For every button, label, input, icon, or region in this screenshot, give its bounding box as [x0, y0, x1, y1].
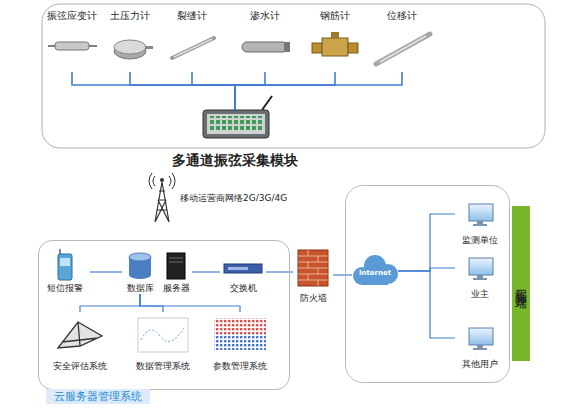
connector-line	[192, 72, 235, 110]
node-label: 防火墙	[300, 293, 327, 304]
icon-node: 安全评估系统	[45, 312, 115, 372]
tower-node: 移动运营商网络2G/3G/4G	[145, 172, 320, 224]
node-label: 交换机	[230, 283, 257, 294]
node-label: 短信报警	[47, 283, 83, 294]
node-label: 数据库	[127, 283, 154, 294]
connector-line	[72, 72, 235, 110]
switch-icon	[224, 264, 262, 273]
sensor-node: 裂缝计	[162, 10, 222, 72]
icon-node: 服务器	[160, 250, 192, 294]
node-label: 安全评估系统	[53, 361, 107, 372]
node-label: Internet	[359, 269, 391, 277]
safety-system-icon	[58, 322, 102, 348]
node-label: 监测单位	[462, 235, 498, 246]
node-label: 参数管理系统	[213, 361, 267, 372]
connector-line	[130, 72, 235, 110]
monitor-icon	[469, 204, 493, 226]
monitor-icon	[469, 258, 493, 280]
sensor-node: 位移计	[372, 10, 432, 72]
icon-node: 业主	[455, 256, 505, 300]
monitor-icon	[469, 328, 493, 350]
connector-line	[266, 271, 293, 272]
data-system-icon	[138, 318, 188, 352]
connector-line	[90, 271, 122, 272]
rebar-meter-icon	[312, 32, 358, 56]
client-group: 远程客户端Internet监测单位业主其他用户	[345, 185, 510, 383]
node-label: 位移计	[387, 10, 417, 22]
pressure-cell-icon	[114, 40, 153, 59]
icon-node: 短信报警	[40, 250, 90, 294]
node-label: 土压力计	[110, 10, 150, 22]
node-label: 裂缝计	[177, 10, 207, 22]
crack-meter-icon	[172, 38, 214, 58]
sensor-node: 钢筋计	[305, 10, 365, 72]
connector-line	[192, 271, 220, 272]
displacement-meter-icon	[376, 34, 430, 64]
sensor-node: 振弦应变计	[42, 10, 102, 72]
node-label: 移动运营商网络2G/3G/4G	[180, 193, 287, 204]
node-label: 远程客户端	[512, 206, 530, 361]
connector-line	[140, 294, 240, 312]
connector-line	[398, 214, 455, 271]
sensor-node: 渗水计	[235, 10, 295, 72]
sensor-node: 土压力计	[100, 10, 160, 72]
node-label: 业主	[471, 289, 489, 300]
parameter-system-icon	[214, 318, 266, 350]
connector-line	[235, 72, 265, 110]
icon-node: 其他用户	[455, 326, 505, 370]
connector-line	[398, 271, 455, 338]
server-icon	[167, 253, 185, 279]
node-label: 钢筋计	[320, 10, 350, 22]
node-label: 渗水计	[250, 10, 280, 22]
node-label: 振弦应变计	[47, 10, 97, 22]
node-label: 云服务器管理系统	[46, 389, 150, 404]
system-group: 云服务器管理系统短信报警数据库服务器交换机安全评估系统数据管理系统参数管理系统	[38, 240, 290, 390]
node-label: 其他用户	[462, 359, 498, 370]
sensor-frame	[42, 4, 545, 148]
icon-node: 监测单位	[455, 202, 505, 246]
connector-line	[333, 274, 352, 275]
strain-gauge-icon	[48, 42, 97, 50]
node-label: 服务器	[163, 283, 190, 294]
tower-icon	[149, 173, 175, 222]
database-icon	[129, 253, 151, 279]
firewall-icon	[298, 250, 328, 286]
data-logger-icon	[203, 96, 272, 138]
icon-node: 交换机	[220, 250, 266, 294]
connector-line	[80, 294, 140, 312]
icon-node: 数据库	[122, 250, 158, 294]
seepage-meter-icon	[242, 42, 290, 52]
cloud-icon	[353, 255, 398, 285]
device-node: 多通道振弦采集模块	[165, 110, 305, 168]
node-label: 多通道振弦采集模块	[172, 152, 298, 168]
connector-line	[140, 294, 163, 312]
connector-line	[235, 72, 335, 110]
icon-node: 参数管理系统	[205, 312, 275, 372]
node-label: 数据管理系统	[136, 361, 190, 372]
cloud-node: Internet	[352, 256, 398, 286]
icon-node: 防火墙	[293, 246, 333, 304]
phone-icon	[58, 249, 72, 280]
icon-node: 数据管理系统	[128, 312, 198, 372]
connector-line	[235, 72, 402, 110]
